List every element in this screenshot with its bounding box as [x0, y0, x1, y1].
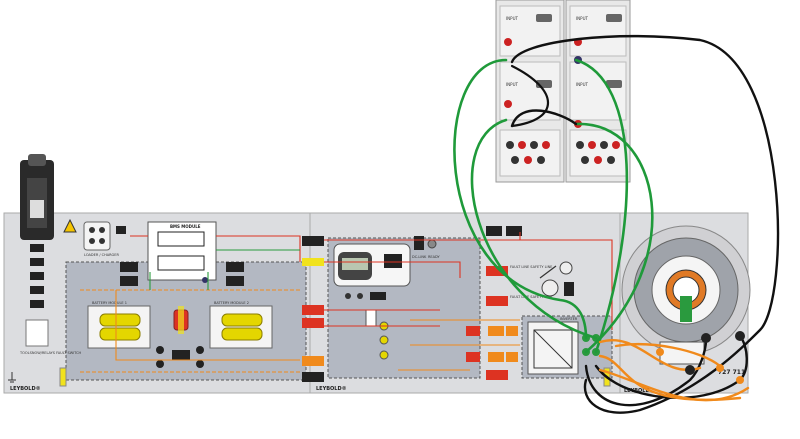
fault-safety-label: FAULT LINE SAFETY LINE — [510, 265, 552, 269]
battery1-label: BATTERY MODULE 1 — [92, 301, 127, 305]
loader-connector[interactable] — [83, 221, 111, 251]
motor-plugs — [656, 331, 745, 384]
fault-switch-label: TOOLSNOW/RELAYS FAULT SWITCH — [19, 351, 82, 355]
battery-module-2: BATTERY MODULE 2 — [209, 301, 273, 349]
module-top-left-label: INPUT — [506, 16, 519, 21]
ready-lamp — [427, 239, 437, 249]
controller-unit — [333, 243, 411, 300]
motor-assembly: 727 711 LEYBOLD — [621, 225, 751, 394]
conn-orange-1[interactable] — [302, 356, 324, 366]
battery2-label: BATTERY MODULE 2 — [214, 301, 249, 305]
measurement-module-left: INPUT INPUT — [495, 0, 565, 183]
bms-label: BMS MODULE — [170, 224, 201, 229]
motor-code: 727 711 — [718, 369, 745, 376]
switch-small[interactable] — [116, 226, 126, 234]
module-top-right-label: INPUT — [576, 16, 589, 21]
inverter-label: INVERTER — [560, 317, 578, 321]
btn-yellow-3[interactable] — [379, 350, 389, 360]
bms-module: BMS MODULE — [147, 221, 217, 283]
ready-label: READY — [428, 255, 441, 259]
fault-conn-2[interactable] — [486, 296, 508, 306]
center-plugs — [466, 326, 518, 362]
black-cables — [510, 34, 780, 414]
fault-conn-1[interactable] — [486, 266, 508, 276]
internal-traces — [80, 232, 613, 373]
display-icon — [342, 258, 368, 270]
conn-red-1[interactable] — [302, 305, 324, 315]
knob-icon[interactable] — [541, 279, 559, 297]
measurement-module-right: INPUT INPUT — [565, 0, 631, 183]
warning-triangle-icon — [63, 218, 77, 233]
ground-icon — [8, 372, 16, 383]
loader-label: LOADER / CHARGER — [84, 253, 119, 257]
conn-black-1[interactable] — [302, 372, 324, 382]
brand-middle: LEYBOLD® — [316, 386, 347, 392]
brand-left: LEYBOLD® — [10, 386, 41, 392]
bms-connectors — [120, 262, 244, 286]
btn-yellow-2[interactable] — [379, 335, 389, 345]
dc-link-label: DC-LINK — [412, 255, 427, 259]
green-cables — [453, 58, 654, 354]
fault-switch-column: TOOLSNOW/RELAYS FAULT SWITCH — [19, 154, 82, 355]
fault-safety-label-2: FAULT LINE SAFETY LINE — [510, 295, 552, 299]
battery-module-1: BATTERY MODULE 1 — [87, 301, 151, 349]
conn-red-2[interactable] — [302, 318, 324, 328]
mode-switch[interactable] — [564, 282, 574, 296]
usb-icon[interactable] — [384, 254, 402, 268]
module-mid-left-label: INPUT — [506, 82, 519, 87]
dc-link-switch[interactable] — [414, 236, 424, 250]
center-connector[interactable] — [172, 350, 190, 360]
module-mid-right-label: INPUT — [576, 82, 589, 87]
